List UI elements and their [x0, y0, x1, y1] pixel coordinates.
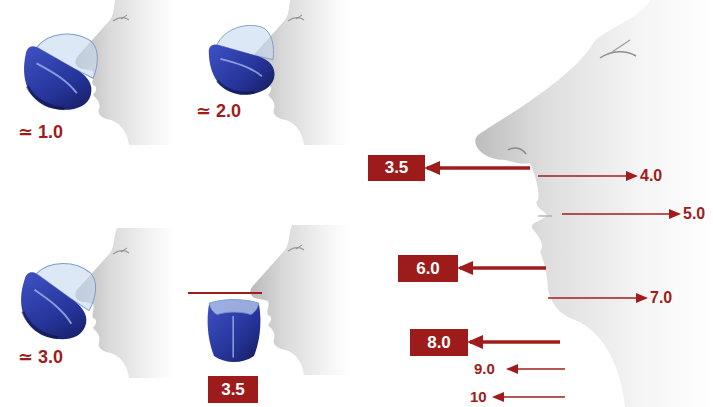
value-text: 6.0	[416, 260, 440, 278]
face-thumbnail	[206, 0, 350, 145]
reference-line	[188, 292, 262, 294]
value-box: 6.0	[398, 255, 458, 282]
callout-number: 10	[470, 388, 487, 406]
callout-number: 4.0	[640, 167, 662, 185]
face-thumbnail	[19, 0, 175, 145]
value-text: 8.0	[427, 334, 451, 352]
leader-arrows	[427, 168, 679, 397]
callout-number: 9.0	[474, 360, 495, 378]
callout-number: ≃ 1.0	[18, 123, 63, 141]
value-text: 3.5	[221, 381, 245, 399]
face-thumbnail	[188, 225, 350, 375]
callout-number: ≃ 3.0	[18, 348, 63, 366]
value-text: 3.5	[385, 159, 409, 177]
value-box: 3.5	[208, 376, 258, 403]
face-profile	[475, 0, 713, 407]
face-thumbnail	[12, 228, 175, 378]
callout-number: 7.0	[650, 289, 672, 307]
value-box: 8.0	[410, 329, 468, 356]
callout-number: ≃ 2.0	[196, 102, 241, 120]
value-box: 3.5	[368, 155, 425, 181]
callout-number: 5.0	[683, 205, 705, 223]
